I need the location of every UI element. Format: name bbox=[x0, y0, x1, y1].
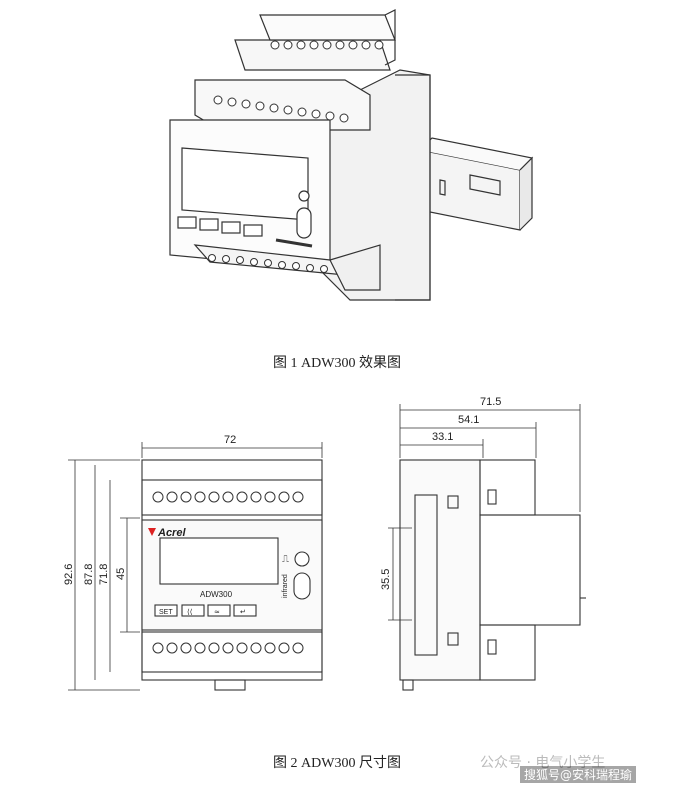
figure2-caption: 图 2 ADW300 尺寸图 bbox=[273, 756, 401, 771]
side-width-label-2: 54.1 bbox=[458, 414, 479, 426]
side-width-label-1: 71.5 bbox=[480, 396, 501, 408]
button-enter-label: ↵ bbox=[240, 608, 246, 616]
front-height-label-2: 87.8 bbox=[83, 564, 95, 585]
side-width-label-3: 33.1 bbox=[432, 431, 453, 443]
pulse-label: ⎍ bbox=[282, 554, 289, 565]
watermark-text: 公众号 · 电气小学生 bbox=[480, 755, 606, 771]
front-width-label: 72 bbox=[224, 434, 236, 446]
button-set-label: SET bbox=[159, 609, 173, 616]
front-view bbox=[141, 459, 323, 691]
watermark-credit: 搜狐号@安科瑞程瑜 bbox=[520, 766, 637, 783]
side-height-label: 35.5 bbox=[380, 569, 392, 590]
button-up-label: ≈ bbox=[214, 608, 220, 616]
model-label: ADW300 bbox=[200, 590, 233, 599]
front-height-label-4: 45 bbox=[115, 568, 127, 580]
front-height-label-3: 71.8 bbox=[98, 564, 110, 585]
infrared-label: infrared bbox=[282, 574, 289, 598]
front-height-label-1: 92.6 bbox=[63, 564, 75, 585]
figure1-caption: 图 1 ADW300 效果图 bbox=[273, 356, 401, 371]
side-view bbox=[399, 459, 586, 691]
button-left-label: ⟨⟨ bbox=[187, 608, 193, 616]
brand-logo-text: Acrel bbox=[157, 527, 186, 539]
